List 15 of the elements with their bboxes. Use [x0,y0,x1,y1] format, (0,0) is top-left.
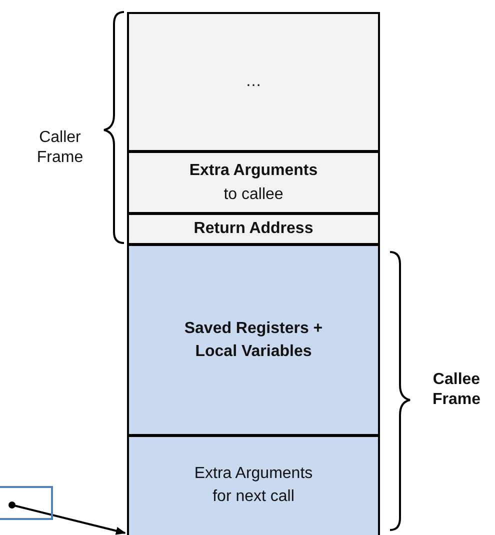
frame-label: Callee Frame [431,370,482,410]
stack-slot [127,213,380,245]
frame-label: Caller Frame [36,128,84,168]
slot-label: Saved Registers + Local Variables [183,318,324,362]
stack-slot [127,244,380,436]
pointer-box [0,486,53,520]
stack-slot [127,435,380,535]
slot-heading: Extra Arguments [189,161,318,182]
slot-label: … [246,72,262,92]
pointer-arrow [8,502,126,535]
slot-label: to callee [224,184,284,204]
slot-label: Extra Arguments for next call [193,464,314,507]
stack-slot [127,151,380,214]
stack-slot [127,12,380,152]
slot-label: Return Address [194,219,314,240]
